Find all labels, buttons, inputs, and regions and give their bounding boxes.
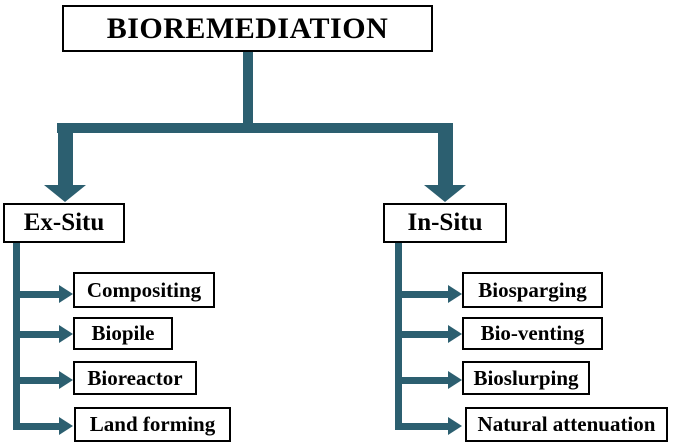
branch-node-ex-situ: Ex-Situ xyxy=(3,203,125,243)
connector-natural-attenuation xyxy=(395,423,449,430)
arrowhead-right-biopile-icon xyxy=(59,325,73,343)
connector-land-forming xyxy=(13,423,60,430)
arrowhead-right-bioreactor-icon xyxy=(59,371,73,389)
leaf-node-label: Land forming xyxy=(89,412,216,436)
leaf-node-bio-venting: Bio-venting xyxy=(462,317,603,350)
arrowhead-down-ex-situ-icon xyxy=(44,185,86,202)
leaf-node-compositing: Compositing xyxy=(73,272,215,308)
branch-node-in-situ: In-Situ xyxy=(383,203,507,243)
leaf-node-bioslurping: Bioslurping xyxy=(462,361,590,395)
leaf-node-biopile: Biopile xyxy=(73,317,173,350)
connector-compositing xyxy=(13,291,60,298)
leaf-node-label: Bioslurping xyxy=(473,365,579,390)
leaf-node-label: Biopile xyxy=(91,321,155,345)
arrowhead-right-natural-attenuation-icon xyxy=(448,417,462,435)
leaf-node-land-forming: Land forming xyxy=(74,407,231,442)
arrowhead-right-biosparging-icon xyxy=(448,285,462,303)
leaf-node-label: Compositing xyxy=(86,277,202,302)
connector-bioslurping xyxy=(395,377,449,384)
arrowhead-down-in-situ-icon xyxy=(424,185,466,202)
leaf-node-natural-attenuation: Natural attenuation xyxy=(465,407,668,442)
connector-bioreactor xyxy=(13,377,60,384)
root-node-bioremediation: BIOREMEDIATION xyxy=(62,5,433,52)
connector-ex-situ-arm xyxy=(58,133,73,186)
branch-node-label: Ex-Situ xyxy=(23,209,105,236)
leaf-node-bioreactor: Bioreactor xyxy=(73,361,197,395)
leaf-node-label: Biosparging xyxy=(478,277,587,302)
arrowhead-right-compositing-icon xyxy=(59,285,73,303)
connector-in-situ-arm xyxy=(438,133,453,186)
leaf-node-label: Bio-venting xyxy=(480,321,585,345)
connector-biosparging xyxy=(395,291,449,298)
arrowhead-right-bio-venting-icon xyxy=(448,325,462,343)
connector-bio-venting xyxy=(395,331,449,338)
connector-root-stem xyxy=(243,52,253,123)
root-node-label: BIOREMEDIATION xyxy=(106,11,389,45)
leaf-node-biosparging: Biosparging xyxy=(462,272,603,308)
arrowhead-right-land-forming-icon xyxy=(59,417,73,435)
branch-node-label: In-Situ xyxy=(407,209,483,236)
connector-split-bar xyxy=(57,123,453,133)
leaf-node-label: Natural attenuation xyxy=(477,412,656,436)
leaf-node-label: Bioreactor xyxy=(87,365,183,390)
arrowhead-right-bioslurping-icon xyxy=(448,371,462,389)
connector-biopile xyxy=(13,331,60,338)
